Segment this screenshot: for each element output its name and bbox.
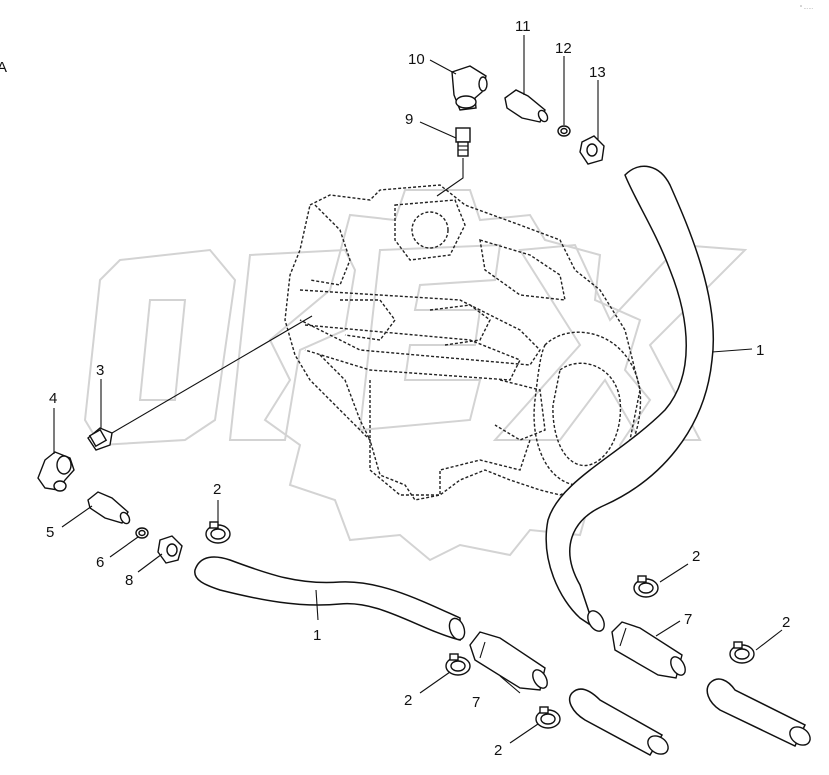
hose-stub-right	[706, 678, 811, 748]
hose-lower	[194, 556, 466, 641]
callout-7-bottom: 7	[472, 694, 480, 711]
callout-7-right: 7	[684, 611, 692, 628]
callout-2-b: 2	[692, 548, 700, 565]
hose-clamp	[205, 521, 231, 544]
callout-11: 11	[515, 18, 531, 35]
callout-5: 5	[46, 524, 54, 541]
fitting-13-nut	[579, 135, 605, 165]
top-right-mark: ° ……	[800, 5, 813, 11]
hose-right	[545, 165, 714, 632]
callout-13: 13	[589, 64, 606, 81]
callout-9: 9	[405, 111, 413, 128]
fitting-6-ring	[135, 527, 149, 539]
fitting-line-lower	[111, 315, 313, 434]
hose-clamp	[633, 575, 659, 598]
corner-mark: A	[0, 59, 7, 76]
connector-7-bottom	[469, 631, 548, 691]
fitting-10-elbow	[451, 65, 488, 111]
callout-6: 6	[96, 554, 104, 571]
callout-8: 8	[125, 572, 133, 589]
hose-clamp	[729, 641, 755, 664]
fitting-4-elbow	[37, 451, 75, 492]
fitting-8-nut	[157, 535, 183, 564]
callout-1-bottom: 1	[313, 627, 321, 644]
fitting-11-hose-nipple	[504, 89, 549, 123]
callout-12: 12	[555, 40, 572, 57]
callout-2-c: 2	[782, 614, 790, 631]
hose-clamp	[535, 706, 561, 729]
hose-stub-lower	[568, 688, 669, 756]
callout-1-right: 1	[756, 342, 764, 359]
fitting-5-hose-nipple	[87, 491, 131, 525]
hose-clamp	[445, 653, 471, 676]
fitting-9-adapter	[455, 127, 471, 157]
connector-7-right	[611, 621, 686, 679]
fitting-3-adapter	[87, 427, 113, 451]
fitting-line-upper	[436, 158, 464, 197]
callout-10: 10	[408, 51, 425, 68]
callout-2-a: 2	[213, 481, 221, 498]
opex-watermark	[83, 189, 748, 562]
engine-outline	[284, 184, 642, 501]
fitting-12-ring	[557, 125, 571, 137]
callout-2-d: 2	[404, 692, 412, 709]
callout-4: 4	[49, 390, 57, 407]
callout-2-e: 2	[494, 742, 502, 759]
callout-3: 3	[96, 362, 104, 379]
